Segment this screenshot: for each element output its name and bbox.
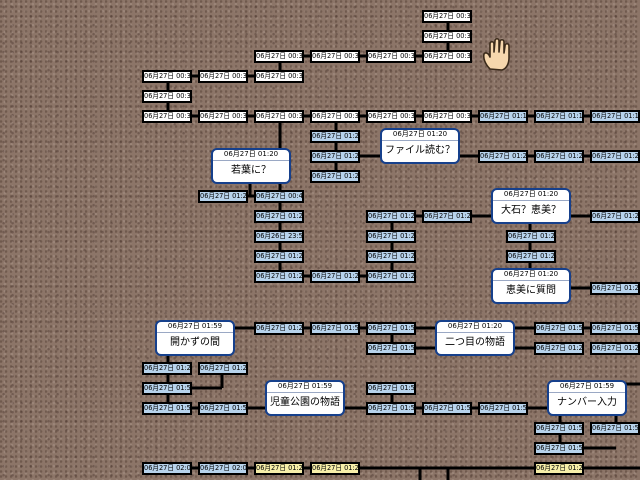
hand-pointer-icon (482, 37, 510, 71)
scene-title: 開かずの間 (170, 337, 220, 348)
timestamp-node[interactable]: 06月27日 00:36 (198, 110, 248, 123)
timestamp-node[interactable]: 06月27日 01:59 (534, 422, 584, 435)
scene-node[interactable]: 06月27日 01:20 ファイル読む？ (380, 128, 460, 164)
timestamp-node[interactable]: 06月27日 00:36 (142, 110, 192, 123)
scene-date: 06月27日 01:20 (437, 322, 513, 333)
timestamp-node[interactable]: 06月27日 01:19 (478, 110, 528, 123)
timestamp-node[interactable]: 06月27日 01:20 (590, 150, 640, 163)
timestamp-node[interactable]: 06月27日 00:36 (254, 70, 304, 83)
timestamp-node[interactable]: 06月27日 01:20 (366, 210, 416, 223)
timestamp-node[interactable]: 06月27日 01:20 (310, 150, 360, 163)
timestamp-node[interactable]: 06月27日 01:20 (590, 282, 640, 295)
scene-date: 06月27日 01:20 (493, 270, 569, 281)
timestamp-node[interactable]: 06月27日 01:20 (506, 230, 556, 243)
timestamp-node[interactable]: 06月27日 01:20 (310, 270, 360, 283)
scene-title: ナンバー入力 (557, 397, 617, 408)
timestamp-node[interactable]: 06月27日 00:36 (366, 50, 416, 63)
timestamp-node[interactable]: 06月27日 00:36 (254, 50, 304, 63)
timestamp-node[interactable]: 06月27日 01:20 (310, 170, 360, 183)
timestamp-node[interactable]: 06月27日 00:36 (310, 110, 360, 123)
timestamp-node[interactable]: 06月27日 01:22 (534, 462, 584, 475)
timestamp-node[interactable]: 06月27日 01:21 (198, 362, 248, 375)
timestamp-node[interactable]: 06月27日 00:42 (254, 190, 304, 203)
timestamp-node[interactable]: 06月27日 01:59 (142, 402, 192, 415)
scene-date: 06月27日 01:59 (267, 382, 343, 393)
timestamp-node[interactable]: 06月27日 01:59 (198, 402, 248, 415)
timestamp-node[interactable]: 06月27日 01:59 (366, 382, 416, 395)
scene-date: 06月27日 01:59 (549, 382, 625, 393)
scene-node[interactable]: 06月27日 01:20 若葉に？ (211, 148, 291, 184)
timestamp-node[interactable]: 06月27日 02:02 (142, 462, 192, 475)
timestamp-node[interactable]: 06月27日 02:02 (198, 462, 248, 475)
timestamp-node[interactable]: 06月27日 00:36 (422, 50, 472, 63)
timestamp-node[interactable]: 06月27日 01:19 (590, 110, 640, 123)
scene-date: 06月27日 01:59 (157, 322, 233, 333)
timestamp-node[interactable]: 06月27日 01:20 (254, 210, 304, 223)
timestamp-node[interactable]: 06月27日 01:20 (254, 270, 304, 283)
timestamp-node[interactable]: 06月27日 01:59 (590, 422, 640, 435)
timestamp-node[interactable]: 06月27日 01:20 (254, 322, 304, 335)
timestamp-node[interactable]: 06月27日 00:36 (310, 50, 360, 63)
timestamp-node[interactable]: 06月27日 01:20 (590, 210, 640, 223)
timestamp-node[interactable]: 06月27日 00:36 (422, 110, 472, 123)
scene-node[interactable]: 06月27日 01:20 二つ目の物語 (435, 320, 515, 356)
timestamp-node[interactable]: 06月27日 01:20 (142, 362, 192, 375)
scene-date: 06月27日 01:20 (213, 150, 289, 161)
timestamp-node[interactable]: 06月27日 01:20 (366, 230, 416, 243)
scene-title: 児童公園の物語 (270, 397, 340, 408)
timestamp-node[interactable]: 06月26日 23:55 (254, 230, 304, 243)
timestamp-node[interactable]: 06月27日 01:59 (366, 402, 416, 415)
scene-title: 二つ目の物語 (445, 337, 505, 348)
timestamp-node[interactable]: 06月27日 01:59 (142, 382, 192, 395)
scene-node[interactable]: 06月27日 01:20 大石？恵美？ (491, 188, 571, 224)
timestamp-node[interactable]: 06月27日 00:36 (142, 90, 192, 103)
timestamp-node[interactable]: 06月27日 01:59 (478, 402, 528, 415)
timestamp-node[interactable]: 06月27日 01:20 (534, 342, 584, 355)
timestamp-node[interactable]: 06月27日 01:20 (366, 270, 416, 283)
timestamp-node[interactable]: 06月27日 01:20 (590, 342, 640, 355)
timestamp-node[interactable]: 06月27日 01:20 (198, 190, 248, 203)
timestamp-node[interactable]: 06月27日 01:20 (310, 130, 360, 143)
timestamp-node[interactable]: 06月27日 01:58 (590, 322, 640, 335)
timestamp-node[interactable]: 06月27日 00:36 (366, 110, 416, 123)
timestamp-node[interactable]: 06月27日 01:20 (478, 150, 528, 163)
timestamp-node[interactable]: 06月27日 01:19 (534, 110, 584, 123)
timestamp-node[interactable]: 06月27日 01:58 (366, 342, 416, 355)
timestamp-node[interactable]: 06月27日 01:59 (310, 322, 360, 335)
timestamp-node[interactable]: 06月27日 01:59 (366, 322, 416, 335)
timestamp-node[interactable]: 06月27日 01:20 (506, 250, 556, 263)
timestamp-node[interactable]: 06月27日 01:58 (534, 322, 584, 335)
scene-node[interactable]: 06月27日 01:59 児童公園の物語 (265, 380, 345, 416)
timestamp-node[interactable]: 06月27日 00:36 (254, 110, 304, 123)
timestamp-node[interactable]: 06月27日 00:36 (422, 10, 472, 23)
timestamp-node[interactable]: 06月27日 00:36 (142, 70, 192, 83)
timestamp-node[interactable]: 06月27日 01:22 (310, 462, 360, 475)
scene-title: ファイル読む？ (385, 145, 455, 156)
timestamp-node[interactable]: 06月27日 00:36 (422, 30, 472, 43)
scene-title: 若葉に？ (231, 165, 271, 176)
timestamp-node[interactable]: 06月27日 01:59 (422, 402, 472, 415)
scene-node[interactable]: 06月27日 01:59 開かずの間 (155, 320, 235, 356)
scene-date: 06月27日 01:20 (382, 130, 458, 141)
timestamp-node[interactable]: 06月27日 01:20 (254, 250, 304, 263)
scene-title: 大石？恵美？ (501, 205, 561, 216)
timestamp-node[interactable]: 06月27日 01:20 (366, 250, 416, 263)
timestamp-node[interactable]: 06月27日 01:20 (422, 210, 472, 223)
scene-date: 06月27日 01:20 (493, 190, 569, 201)
scene-node[interactable]: 06月27日 01:20 恵美に質問 (491, 268, 571, 304)
timestamp-node[interactable]: 06月27日 01:20 (534, 150, 584, 163)
scene-node[interactable]: 06月27日 01:59 ナンバー入力 (547, 380, 627, 416)
timestamp-node[interactable]: 06月27日 01:22 (254, 462, 304, 475)
timestamp-node[interactable]: 06月27日 01:57 (534, 442, 584, 455)
timestamp-node[interactable]: 06月27日 00:36 (198, 70, 248, 83)
scene-title: 恵美に質問 (506, 285, 556, 296)
